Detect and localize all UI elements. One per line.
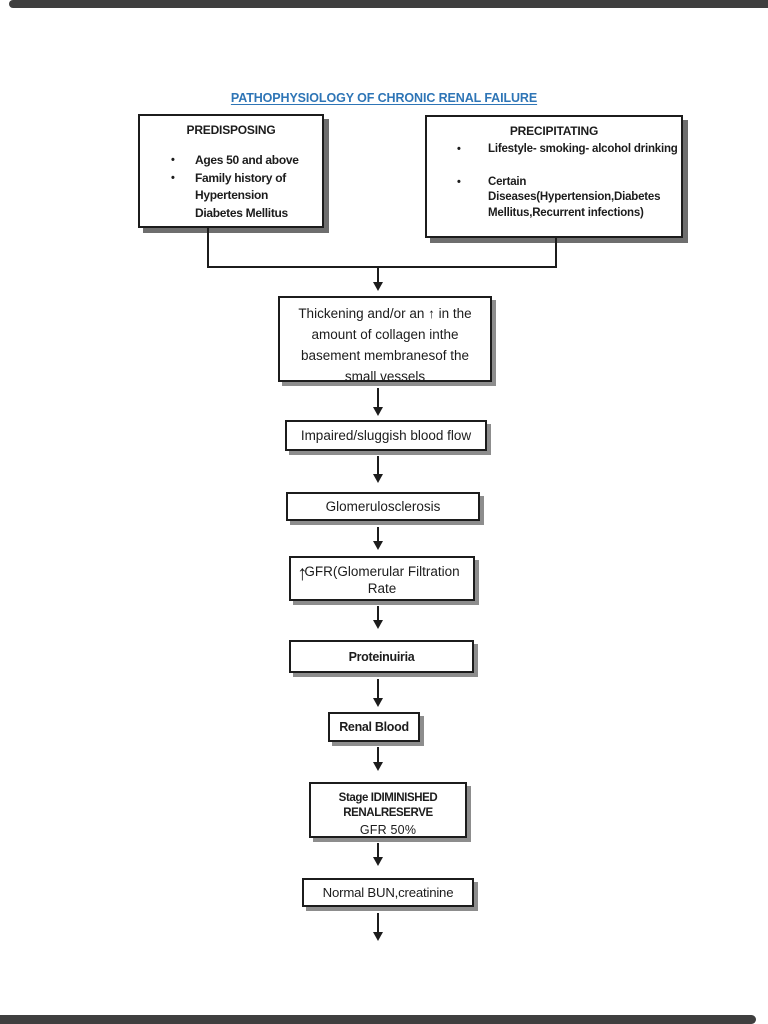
- up-arrow-icon: ↑: [297, 562, 308, 585]
- precipitating-list: • Lifestyle- smoking- alcohol drinking •…: [427, 142, 681, 221]
- list-item-text: Diabetes Mellitus: [195, 205, 288, 220]
- down-arrow-icon: [373, 747, 383, 771]
- box-text-line: GFR 50%: [359, 823, 417, 837]
- box-text-line: amount of collagen inthe: [311, 327, 459, 342]
- box-text-line: Thickening and/or an ↑ in the: [298, 306, 472, 321]
- box-text: Glomerulosclerosis: [325, 499, 441, 514]
- stage1-diminished-reserve-box: Stage IDIMINISHED RENALRESERVE GFR 50%: [309, 782, 467, 838]
- box-text-line: basement membranesof the: [300, 348, 470, 363]
- box-text-line: small vessels: [344, 369, 426, 384]
- connector-line-horizontal: [207, 266, 557, 268]
- box-text-line: GFR(Glomerular Filtration: [304, 564, 460, 579]
- box-text: Impaired/sluggish blood flow: [300, 428, 472, 443]
- normal-bun-creatinine-box: Normal BUN,creatinine: [302, 878, 474, 907]
- list-item-line: Certain: [488, 175, 527, 188]
- impaired-blood-flow-box: Impaired/sluggish blood flow: [285, 420, 487, 451]
- page-title: PATHOPHYSIOLOGY OF CHRONIC RENAL FAILURE: [230, 91, 538, 105]
- box-text-line: Rate: [367, 581, 397, 596]
- precipitating-box: PRECIPITATING • Lifestyle- smoking- alco…: [425, 115, 683, 238]
- proteinuria-box: Proteinuiria: [289, 640, 474, 673]
- box-text: Normal BUN,creatinine: [322, 885, 454, 900]
- connector-line-right: [555, 238, 557, 268]
- list-item-line: Mellitus,Recurrent infections): [488, 206, 644, 219]
- predisposing-box: PREDISPOSING • Ages 50 and above • Famil…: [138, 114, 324, 228]
- down-arrow-icon: [373, 843, 383, 866]
- down-arrow-icon: [373, 913, 383, 941]
- collagen-thickening-box: Thickening and/or an ↑ in the amount of …: [278, 296, 492, 384]
- list-item: Diabetes Mellitus: [195, 205, 322, 223]
- down-arrow-icon: [373, 606, 383, 629]
- bullet-icon: •: [457, 143, 461, 155]
- list-item: • Certain Diseases(Hypertension,Diabetes…: [427, 175, 681, 222]
- list-item: • Lifestyle- smoking- alcohol drinking: [427, 142, 681, 158]
- box-text-line: Stage IDIMINISHED: [338, 792, 438, 804]
- predisposing-heading: PREDISPOSING: [186, 123, 276, 137]
- list-item-text: Certain Diseases(Hypertension,Diabetes M…: [488, 175, 661, 222]
- connector-line-left: [207, 228, 209, 268]
- list-item-text: Ages 50 and above: [195, 153, 299, 167]
- precipitating-heading: PRECIPITATING: [509, 124, 599, 138]
- list-item-line: Diseases(Hypertension,Diabetes: [488, 191, 661, 203]
- bullet-icon: •: [171, 171, 175, 184]
- box-text: Proteinuiria: [348, 649, 415, 664]
- box-text-line: RENALRESERVE: [343, 807, 433, 819]
- down-arrow-icon: [373, 388, 383, 416]
- down-arrow-icon: [373, 456, 383, 483]
- predisposing-list: • Ages 50 and above • Family history of …: [140, 152, 322, 222]
- list-item-text: Hypertension: [195, 188, 269, 202]
- list-item-text: Lifestyle- smoking- alcohol drinking: [488, 143, 678, 155]
- bullet-icon: •: [457, 175, 461, 188]
- bullet-icon: •: [171, 154, 175, 166]
- list-item: • Family history of: [140, 170, 322, 188]
- list-item: • Ages 50 and above: [140, 152, 322, 170]
- down-arrow-icon: [373, 268, 383, 291]
- list-item-text: Family history of: [195, 170, 286, 185]
- list-item: Hypertension: [195, 187, 322, 205]
- gfr-box: ↑ GFR(Glomerular Filtration Rate: [289, 556, 475, 601]
- box-text: Renal Blood: [339, 720, 409, 734]
- viewer-edge-bar-top: [9, 0, 768, 8]
- down-arrow-icon: [373, 679, 383, 707]
- renal-blood-box: Renal Blood: [328, 712, 420, 742]
- down-arrow-icon: [373, 527, 383, 550]
- glomerulosclerosis-box: Glomerulosclerosis: [286, 492, 480, 521]
- viewer-edge-bar-bottom: [0, 1015, 756, 1024]
